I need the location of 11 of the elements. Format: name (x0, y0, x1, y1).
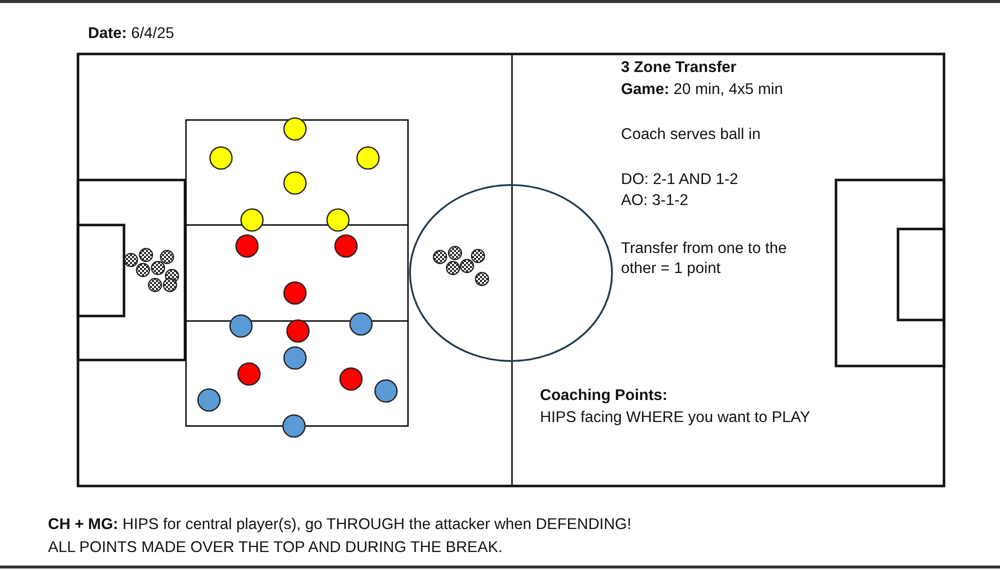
instruction-text: Coach serves ball in (621, 125, 761, 145)
scoring-rule-text: Transfer from one to the other = 1 point (621, 239, 788, 279)
defense-formation-text: DO: 2-1 AND 1-2 (621, 170, 738, 190)
attack-formation-text: AO: 3-1-2 (621, 191, 688, 211)
coaching-points-heading: Coaching Points: (540, 386, 668, 406)
coaching-point-text: HIPS facing WHERE you want to PLAY (540, 408, 810, 428)
date-text: Date: 6/4/25 (88, 24, 174, 44)
coaching-note-text: ALL POINTS MADE OVER THE TOP AND DURING THE BREAK. (48, 538, 502, 558)
coaching-note-text: CH + MG: HIPS for central player(s), go THROUGH the attacker when DEFENDING! (48, 515, 632, 535)
game-duration-text: Game: 20 min, 4x5 min (621, 80, 783, 100)
drill-title: 3 Zone Transfer (621, 58, 736, 78)
